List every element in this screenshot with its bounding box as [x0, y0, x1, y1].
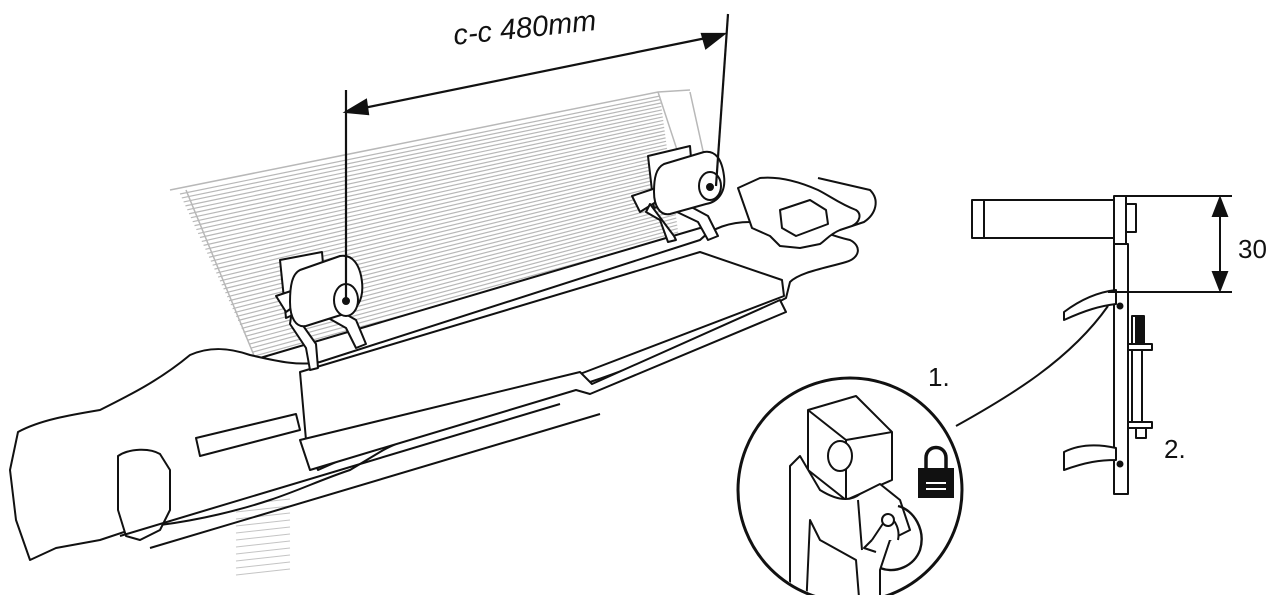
lower-grille-slat: [235, 561, 291, 569]
grille-slat: [205, 144, 667, 250]
grille-slat: [216, 165, 670, 274]
detail-leader-line: [955, 305, 1109, 427]
left-roller-mount: [275, 251, 367, 371]
grille-slat: [208, 151, 668, 258]
grille-slat: [201, 137, 666, 243]
grille-slat: [214, 161, 669, 270]
lower-grille-slat: [235, 568, 291, 576]
right-roller-mount: [631, 145, 726, 243]
lower-grille-slat: [235, 512, 291, 520]
lower-grille-slat: [235, 519, 291, 527]
grille-slat: [181, 98, 661, 199]
grille-slat: [188, 112, 663, 215]
padlock-icon: [918, 445, 954, 498]
lower-grille-slat: [235, 547, 291, 555]
grille-slat: [248, 227, 678, 345]
rear-grille: [179, 95, 681, 365]
detail-circle: [736, 376, 964, 595]
grille-slat: [212, 158, 669, 266]
grille-slat: [198, 130, 665, 235]
grille-slat: [210, 154, 669, 262]
lower-grille-slat: [235, 554, 291, 562]
grille-slat: [183, 102, 662, 203]
center-distance-dimension: [342, 13, 730, 300]
grille-slat: [203, 140, 667, 246]
grille-slat: [194, 123, 664, 227]
grille-slat: [185, 105, 662, 207]
grille-slat: [199, 133, 666, 239]
grille-slat: [179, 95, 661, 195]
grille-slat: [192, 119, 664, 223]
carrier-frame: [9, 176, 877, 561]
step-one-label: 1.: [928, 362, 950, 392]
grille-outline: [169, 89, 706, 376]
height-dimension: [1108, 195, 1232, 293]
lower-grille-slat: [235, 540, 291, 548]
lower-grille-slat: [235, 526, 291, 534]
grille-slat: [196, 126, 665, 231]
grille-slat: [190, 116, 663, 219]
lower-grille-slat: [235, 505, 291, 513]
side-profile-bracket: [971, 195, 1153, 495]
grille-slat: [250, 231, 679, 349]
height-dimension-label: 30: [1238, 234, 1267, 264]
lower-grille-slat: [235, 533, 291, 541]
grille-slat: [207, 147, 668, 254]
grille-slat: [187, 109, 662, 211]
step-two-label: 2.: [1164, 434, 1186, 464]
